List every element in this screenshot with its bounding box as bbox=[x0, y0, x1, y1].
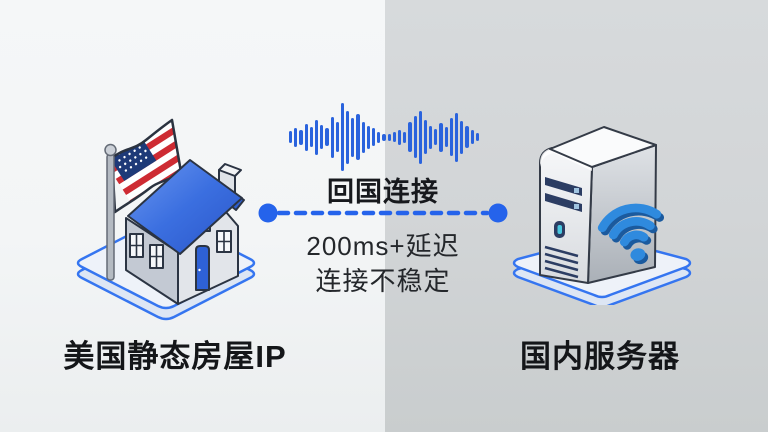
roof bbox=[127, 159, 243, 255]
server-tower-with-wifi-icon bbox=[512, 126, 692, 305]
window-icon bbox=[216, 230, 232, 253]
link-endpoint-right bbox=[488, 203, 508, 223]
connection-title: 回国连接 bbox=[327, 177, 439, 207]
wifi-icon bbox=[597, 203, 665, 265]
window-icon bbox=[129, 233, 164, 269]
power-button-icon bbox=[554, 221, 565, 238]
house-with-us-flag-icon bbox=[76, 118, 256, 321]
house-icon bbox=[125, 159, 245, 305]
latency-text: 200ms+延迟 bbox=[306, 231, 460, 261]
right-node-label: 国内服务器 bbox=[520, 339, 680, 374]
stability-text: 连接不稳定 bbox=[315, 266, 451, 296]
flag-pole bbox=[106, 153, 115, 281]
vent-lines bbox=[544, 245, 579, 279]
audio-waveform-icon bbox=[288, 100, 480, 174]
door-icon bbox=[195, 245, 210, 291]
link-endpoint-left bbox=[258, 203, 278, 223]
dashed-connection-link bbox=[258, 203, 508, 223]
left-node-label: 美国静态房屋IP bbox=[63, 339, 287, 374]
drive-slot bbox=[545, 177, 582, 212]
